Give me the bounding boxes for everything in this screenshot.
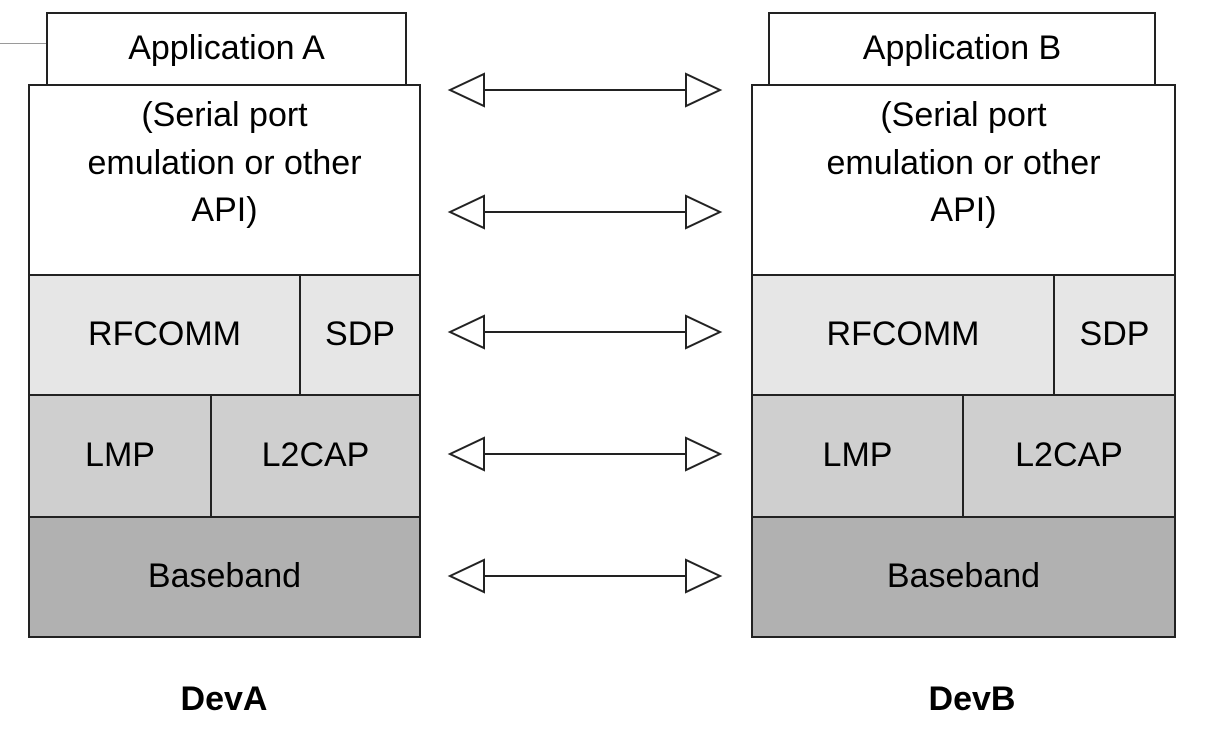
devA-application-label: Application A	[128, 29, 325, 68]
arrow-rfcomm-sdp	[447, 314, 723, 350]
devB-sdp-label: SDP	[1079, 315, 1150, 354]
devA-api-line1: (Serial port	[141, 96, 308, 134]
arrow-baseband	[447, 558, 723, 594]
arrow-application	[447, 72, 723, 108]
devB-api: (Serial port emulation or other API)	[751, 84, 1176, 276]
arrow-lmp-l2cap	[447, 436, 723, 472]
devB-l2cap-label: L2CAP	[1015, 436, 1123, 475]
devA-l2cap: L2CAP	[210, 394, 421, 518]
devA-api: (Serial port emulation or other API)	[28, 84, 421, 276]
devB-baseband: Baseband	[751, 516, 1176, 638]
devA-baseband-label: Baseband	[147, 557, 302, 596]
devB-api-line3: API)	[930, 191, 997, 230]
devA-label: DevA	[180, 680, 268, 718]
devB-rfcomm-label: RFCOMM	[826, 315, 980, 354]
devB-baseband-label: Baseband	[886, 557, 1041, 596]
devA-l2cap-label: L2CAP	[261, 436, 370, 475]
devA-sdp-label: SDP	[325, 315, 395, 354]
devA-baseband: Baseband	[28, 516, 421, 638]
devA-api-line3: API)	[191, 191, 258, 230]
devA-sdp: SDP	[299, 274, 421, 396]
devA-application: Application A	[46, 12, 407, 86]
devB-api-line1: (Serial port	[880, 96, 1047, 134]
devB-lmp-label: LMP	[822, 436, 893, 475]
devA-lmp: LMP	[28, 394, 212, 518]
devA-rfcomm-label: RFCOMM	[88, 315, 241, 354]
devB-label: DevB	[928, 680, 1016, 718]
devA-api-line2: emulation or other	[87, 143, 362, 182]
devB-l2cap: L2CAP	[962, 394, 1176, 518]
devB-lmp: LMP	[751, 394, 964, 518]
devA-lmp-label: LMP	[85, 436, 155, 475]
devB-application-label: Application B	[862, 29, 1062, 68]
arrow-api	[447, 194, 723, 230]
devB-rfcomm: RFCOMM	[751, 274, 1055, 396]
devA-rfcomm: RFCOMM	[28, 274, 301, 396]
devB-application: Application B	[768, 12, 1156, 86]
devB-sdp: SDP	[1053, 274, 1176, 396]
devB-api-line2: emulation or other	[826, 143, 1101, 182]
